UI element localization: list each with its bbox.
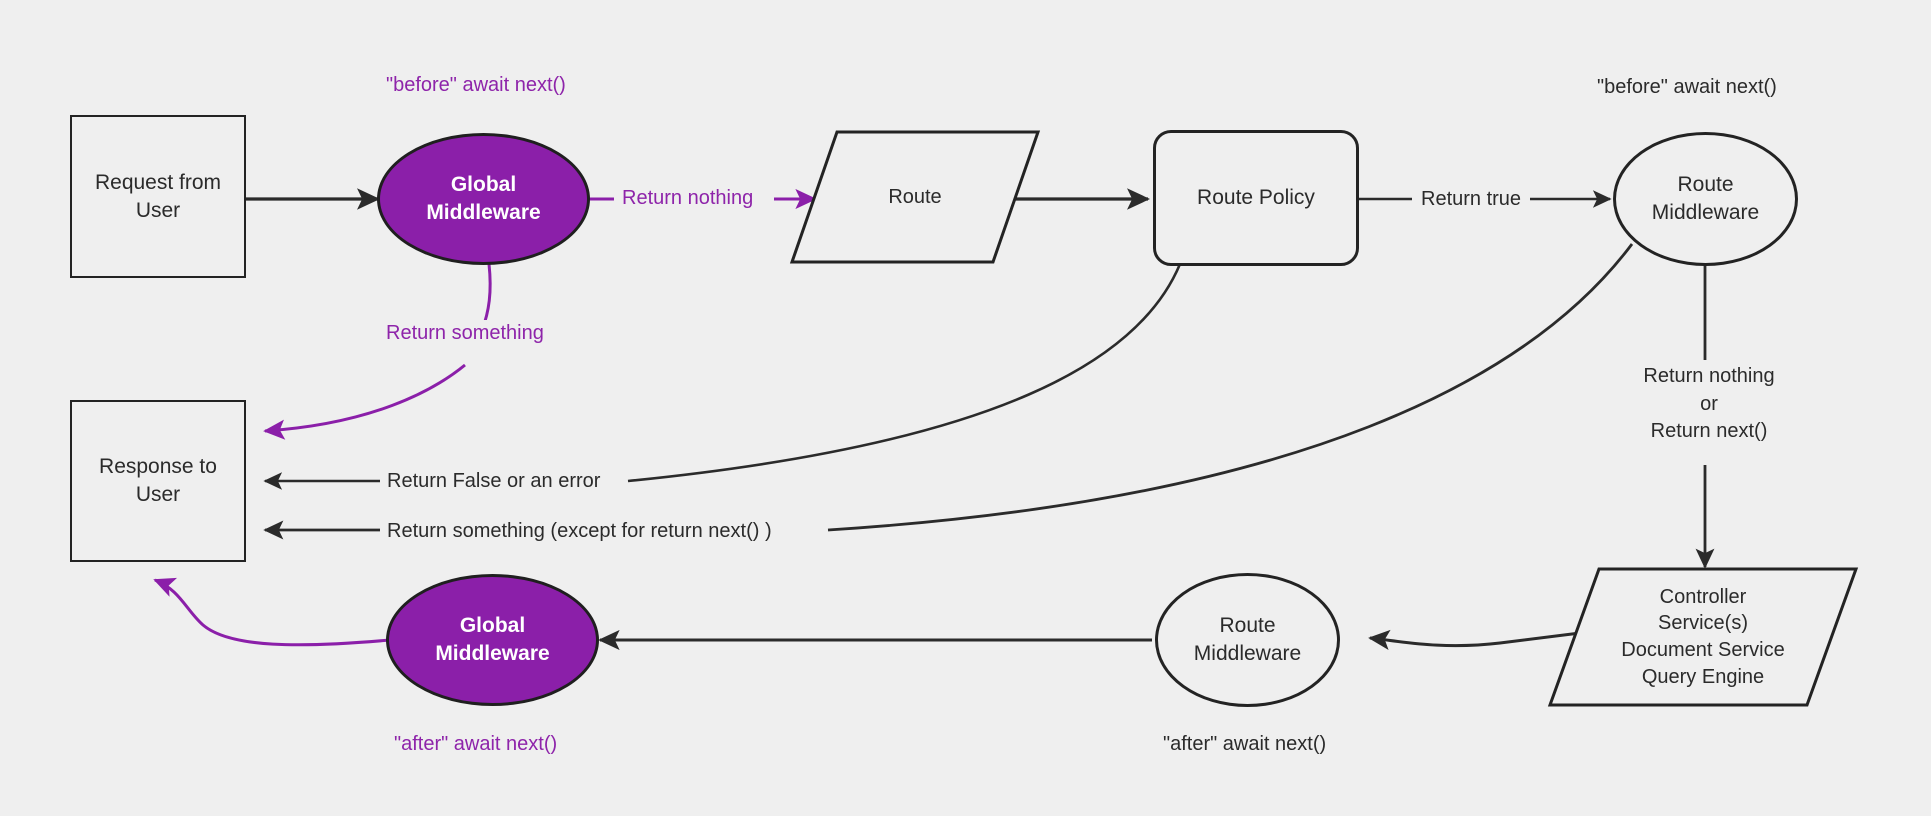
node-route-policy[interactable]: Route Policy <box>1153 130 1359 266</box>
node-label: Route <box>888 185 942 208</box>
parallelogram-shape <box>1547 567 1859 707</box>
edge-global-middleware-return-something-lower <box>263 363 466 440</box>
annotation-before-await-next-route: "before" await next() <box>1597 76 1777 98</box>
node-route-middleware-after[interactable]: Route Middleware <box>1155 573 1340 707</box>
node-label: Request from User <box>94 170 222 222</box>
edge-route-middleware-to-response <box>827 243 1634 532</box>
node-label: Route Middleware <box>1193 614 1302 665</box>
node-global-middleware-after[interactable]: Global Middleware <box>386 574 599 706</box>
edge-label-return-true: Return true <box>1418 186 1525 214</box>
edge-label-return-nothing-or-next: Return nothing or Return next() <box>1627 363 1791 446</box>
node-label: Controller Service(s) Document Service Q… <box>1621 585 1785 688</box>
node-route-middleware-before[interactable]: Route Middleware <box>1613 132 1798 266</box>
node-label: Route Policy <box>1197 186 1315 210</box>
edge-label-return-false-or-error: Return False or an error <box>384 468 604 496</box>
parallelogram-shape <box>789 130 1041 264</box>
annotation-after-await-next-route: "after" await next() <box>1163 733 1327 755</box>
node-response-to-user[interactable]: Response to User <box>70 400 246 562</box>
node-label: Global Middleware <box>435 614 550 665</box>
edge-label-return-something-except-next: Return something (except for return next… <box>384 518 775 546</box>
edge-label-return-nothing: Return nothing <box>619 185 757 213</box>
edge-route-policy-to-response <box>627 263 1182 483</box>
edge-controller-to-route-middleware-after <box>1368 629 1589 651</box>
node-controller-services[interactable]: Controller Service(s) Document Service Q… <box>1547 567 1859 707</box>
node-global-middleware-before[interactable]: Global Middleware <box>377 133 590 265</box>
edge-global-middleware-after-to-response <box>153 577 391 647</box>
edge-label-return-something: Return something <box>383 320 547 348</box>
annotation-after-await-next-global: "after" await next() <box>394 733 558 755</box>
annotation-before-await-next-global: "before" await next() <box>386 74 566 96</box>
node-label: Route Middleware <box>1651 173 1760 224</box>
node-request-from-user[interactable]: Request from User <box>70 115 246 278</box>
node-route[interactable]: Route <box>789 130 1041 264</box>
node-label: Response to User <box>99 455 217 506</box>
node-label: Global Middleware <box>426 173 541 224</box>
